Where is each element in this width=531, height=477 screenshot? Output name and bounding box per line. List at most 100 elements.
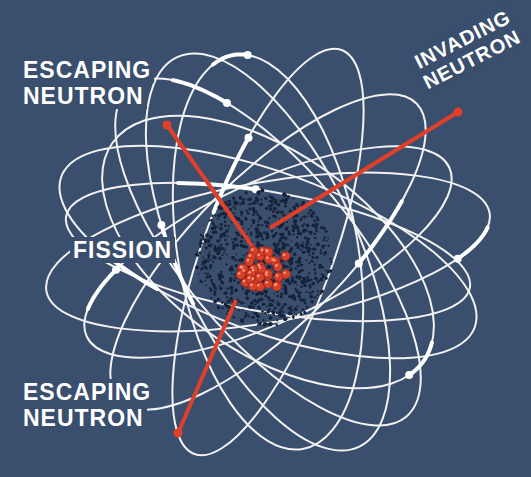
nucleon-highlight [238,272,241,275]
nucleus-dot [211,215,213,217]
nucleus-dot [303,311,306,314]
nucleus-dot [248,305,252,309]
nucleus-dot [311,282,314,285]
nucleus-dot [261,224,263,226]
nucleon-highlight [252,277,255,280]
nucleus-dot [256,191,260,195]
nucleus-dot [218,285,220,287]
nucleus-dot [195,265,199,269]
nucleus-dot [257,315,259,317]
nucleus-dot [275,323,278,326]
nucleus-dot [312,256,315,259]
nucleus-dot [292,233,294,235]
nucleus-dot [303,216,306,219]
nucleus-dot [232,206,234,208]
nucleus-dot [204,272,206,274]
nucleus-dot [217,218,219,220]
nucleus-dot [316,294,318,296]
nucleus-dot [283,317,287,321]
nucleus-dot [322,239,325,242]
nucleus-dot [240,244,243,247]
nucleus-dot [213,224,215,226]
nucleus-dot [313,263,316,266]
nucleus-dot [267,310,270,313]
nucleus-dot [288,231,291,234]
nucleus-dot [254,304,256,306]
nucleus-dot [208,260,210,262]
nucleus-dot [265,233,267,235]
electron-trail [178,183,256,189]
electron-trail [88,270,116,309]
nucleus-dot [285,243,287,245]
nucleus-dot [248,203,250,205]
nucleus-dot [312,252,315,255]
nucleus-dot [285,318,287,320]
neutron-dot [454,108,463,117]
nucleus-dot [201,267,204,270]
nucleus-dot [262,238,264,240]
nucleus-dot [219,257,222,260]
nucleus-dot [247,314,249,316]
nucleus-dot [292,295,295,298]
nucleus-dot [242,288,244,290]
nucleus-dot [202,235,205,238]
nucleus-dot [226,296,228,298]
nucleus-dot [288,295,291,298]
nucleus-dot [325,251,327,253]
nucleus-dot [226,254,228,256]
nucleus-dot [284,205,287,208]
nucleus-dot [204,280,206,282]
nucleus-dot [206,239,210,243]
nucleus-dot [272,235,275,238]
nucleus-dot [217,214,221,218]
nucleus-dot [269,298,272,301]
nucleus-dot [229,277,233,281]
nucleus-dot [303,283,306,286]
nucleus-dot [292,206,295,209]
nucleus-dot [244,315,247,318]
nucleus-dot [280,293,283,296]
nucleus-dot [224,303,228,307]
nucleus-dot [256,202,258,204]
nucleus-dot [278,311,282,315]
nucleus-dot [247,228,249,230]
nucleus-dot [219,213,222,216]
nucleus-dot [208,275,211,278]
electron-trail [409,343,432,376]
nucleus-dot [316,242,320,246]
nucleus-dot [272,299,275,302]
nucleus-dot [314,232,316,234]
nucleus-dot [237,233,239,235]
nucleus-dot [271,230,274,233]
nucleus-dot [208,251,210,253]
nucleus-dot [241,198,243,200]
nucleus-dot [302,264,304,266]
nucleus-dot [248,204,250,206]
nucleus-dot [289,295,292,298]
nucleus-dot [227,224,229,226]
nucleon [272,282,281,291]
nucleus-dot [292,225,294,227]
nucleus-dot [212,284,216,288]
nucleus-dot [248,197,252,201]
nucleus-dot [216,251,220,255]
nucleus-dot [255,227,257,229]
nucleus-dot [252,219,256,223]
nucleus-dot [232,244,236,248]
nucleus-dot [286,221,288,223]
nucleus-dot [301,217,303,219]
orbit-ring [34,102,502,403]
nucleus-dot [287,279,290,282]
nucleus-dot [224,239,226,241]
nucleus-dot [211,227,214,230]
nucleus-dot [257,193,260,196]
nucleus-dot [231,238,233,240]
nucleon-highlight [243,280,246,283]
nucleus-dot [224,224,226,226]
nucleus-dot [313,220,316,223]
nucleus-dot [260,198,262,200]
nucleus-dot [243,317,245,319]
nucleus-dot [276,295,278,297]
nucleus-dot [308,272,310,274]
nucleus-dot [322,246,324,248]
